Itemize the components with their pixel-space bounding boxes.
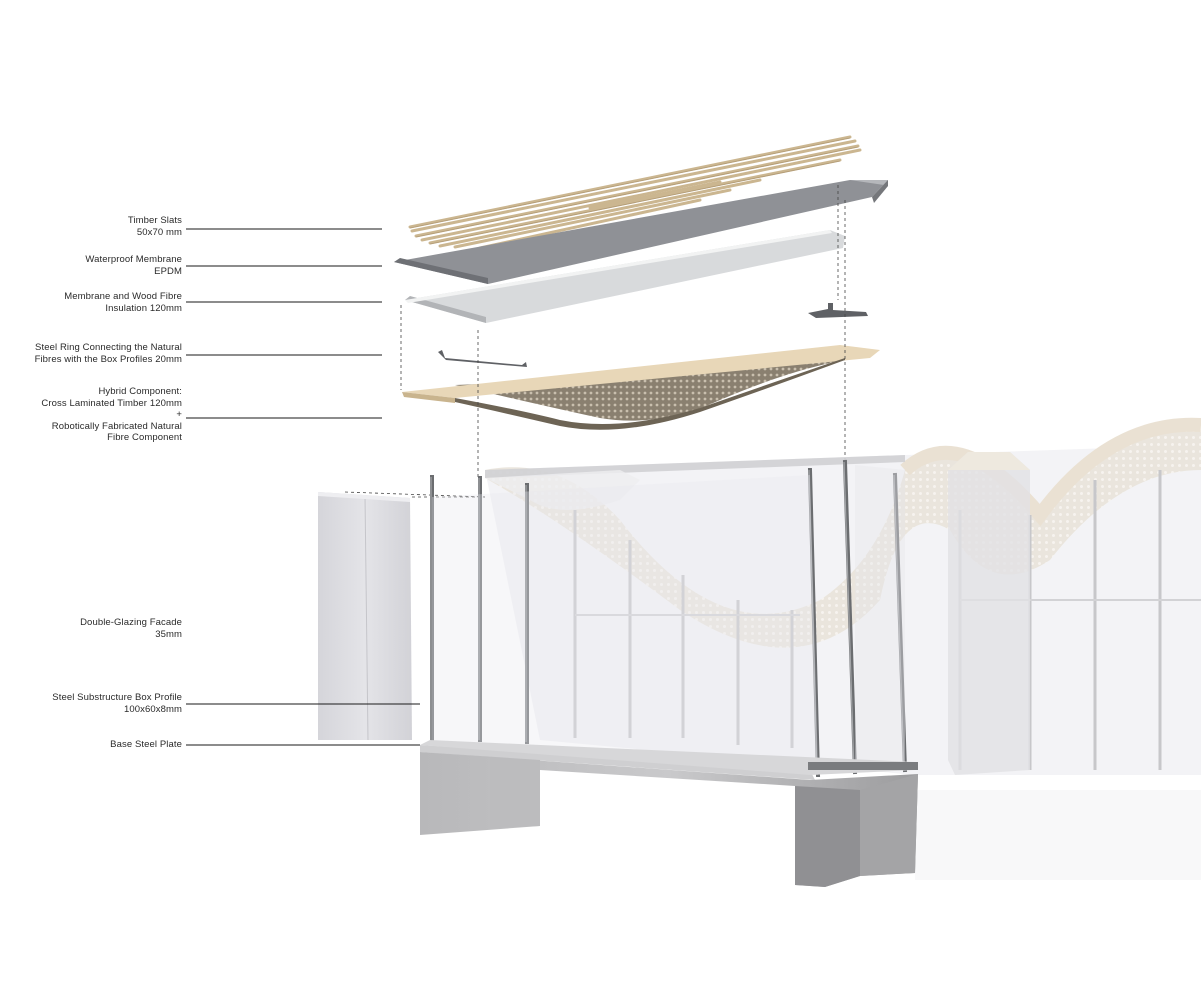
label-membrane-insulation: Membrane and Wood Fibre Insulation 120mm xyxy=(64,291,182,314)
background-roof-edge xyxy=(900,417,1201,527)
label-waterproof-membrane-line2: EPDM xyxy=(154,265,182,277)
label-box-profile-line1: Steel Substructure Box Profile xyxy=(52,692,182,703)
label-hybrid-component-line5: Fibre Component xyxy=(107,432,182,443)
waterproof-membrane xyxy=(394,180,888,284)
base-plinth xyxy=(420,740,918,887)
facade-glass xyxy=(432,475,818,770)
background-wavy-roof xyxy=(485,430,1201,648)
label-double-glazing-line2: 35mm xyxy=(155,628,182,640)
label-hybrid-component-line4: Robotically Fabricated Natural xyxy=(51,420,182,432)
insulation-layer xyxy=(405,230,845,323)
label-waterproof-membrane-line1: Waterproof Membrane xyxy=(85,254,182,265)
label-double-glazing-line1: Double-Glazing Facade xyxy=(80,617,182,628)
steel-box-profiles xyxy=(430,459,908,778)
label-waterproof-membrane: Waterproof Membrane EPDM xyxy=(85,254,182,277)
label-timber-slats: Timber Slats 50x70 mm xyxy=(128,215,182,238)
label-timber-slats-line2: 50x70 mm xyxy=(136,226,182,238)
label-membrane-insulation-line1: Membrane and Wood Fibre xyxy=(64,291,182,302)
label-base-plate: Base Steel Plate xyxy=(110,739,182,751)
alignment-dashed-lines xyxy=(344,185,846,498)
label-timber-slats-line1: Timber Slats xyxy=(127,215,182,226)
label-base-plate-line1: Base Steel Plate xyxy=(110,739,182,750)
double-glazing-panel xyxy=(318,492,412,741)
label-hybrid-component-line2: Cross Laminated Timber 120mm xyxy=(41,397,182,409)
label-steel-ring: Steel Ring Connecting the Natural Fibres… xyxy=(35,342,182,365)
timber-slats xyxy=(408,135,862,250)
label-hybrid-component-line1: Hybrid Component: xyxy=(98,386,182,397)
label-hybrid-component: Hybrid Component: Cross Laminated Timber… xyxy=(41,386,182,444)
hybrid-component xyxy=(402,345,880,430)
label-double-glazing: Double-Glazing Facade 35mm xyxy=(80,617,182,640)
background-building xyxy=(485,417,1201,880)
steel-box-profiles-highlight xyxy=(430,461,905,776)
background-column-volume xyxy=(948,452,1030,775)
leader-lines xyxy=(186,228,420,746)
facade-glass-right xyxy=(855,465,905,772)
label-membrane-insulation-line2: Insulation 120mm xyxy=(105,302,182,314)
label-hybrid-component-line3: + xyxy=(176,409,182,420)
label-steel-ring-line1: Steel Ring Connecting the Natural xyxy=(35,342,182,353)
label-box-profile: Steel Substructure Box Profile 100x60x8m… xyxy=(52,692,182,715)
label-steel-ring-line2: Fibres with the Box Profiles 20mm xyxy=(34,353,182,365)
steel-ring-pieces xyxy=(438,303,868,367)
label-box-profile-line2: 100x60x8mm xyxy=(123,703,182,715)
roof-edge-frame xyxy=(485,455,905,510)
